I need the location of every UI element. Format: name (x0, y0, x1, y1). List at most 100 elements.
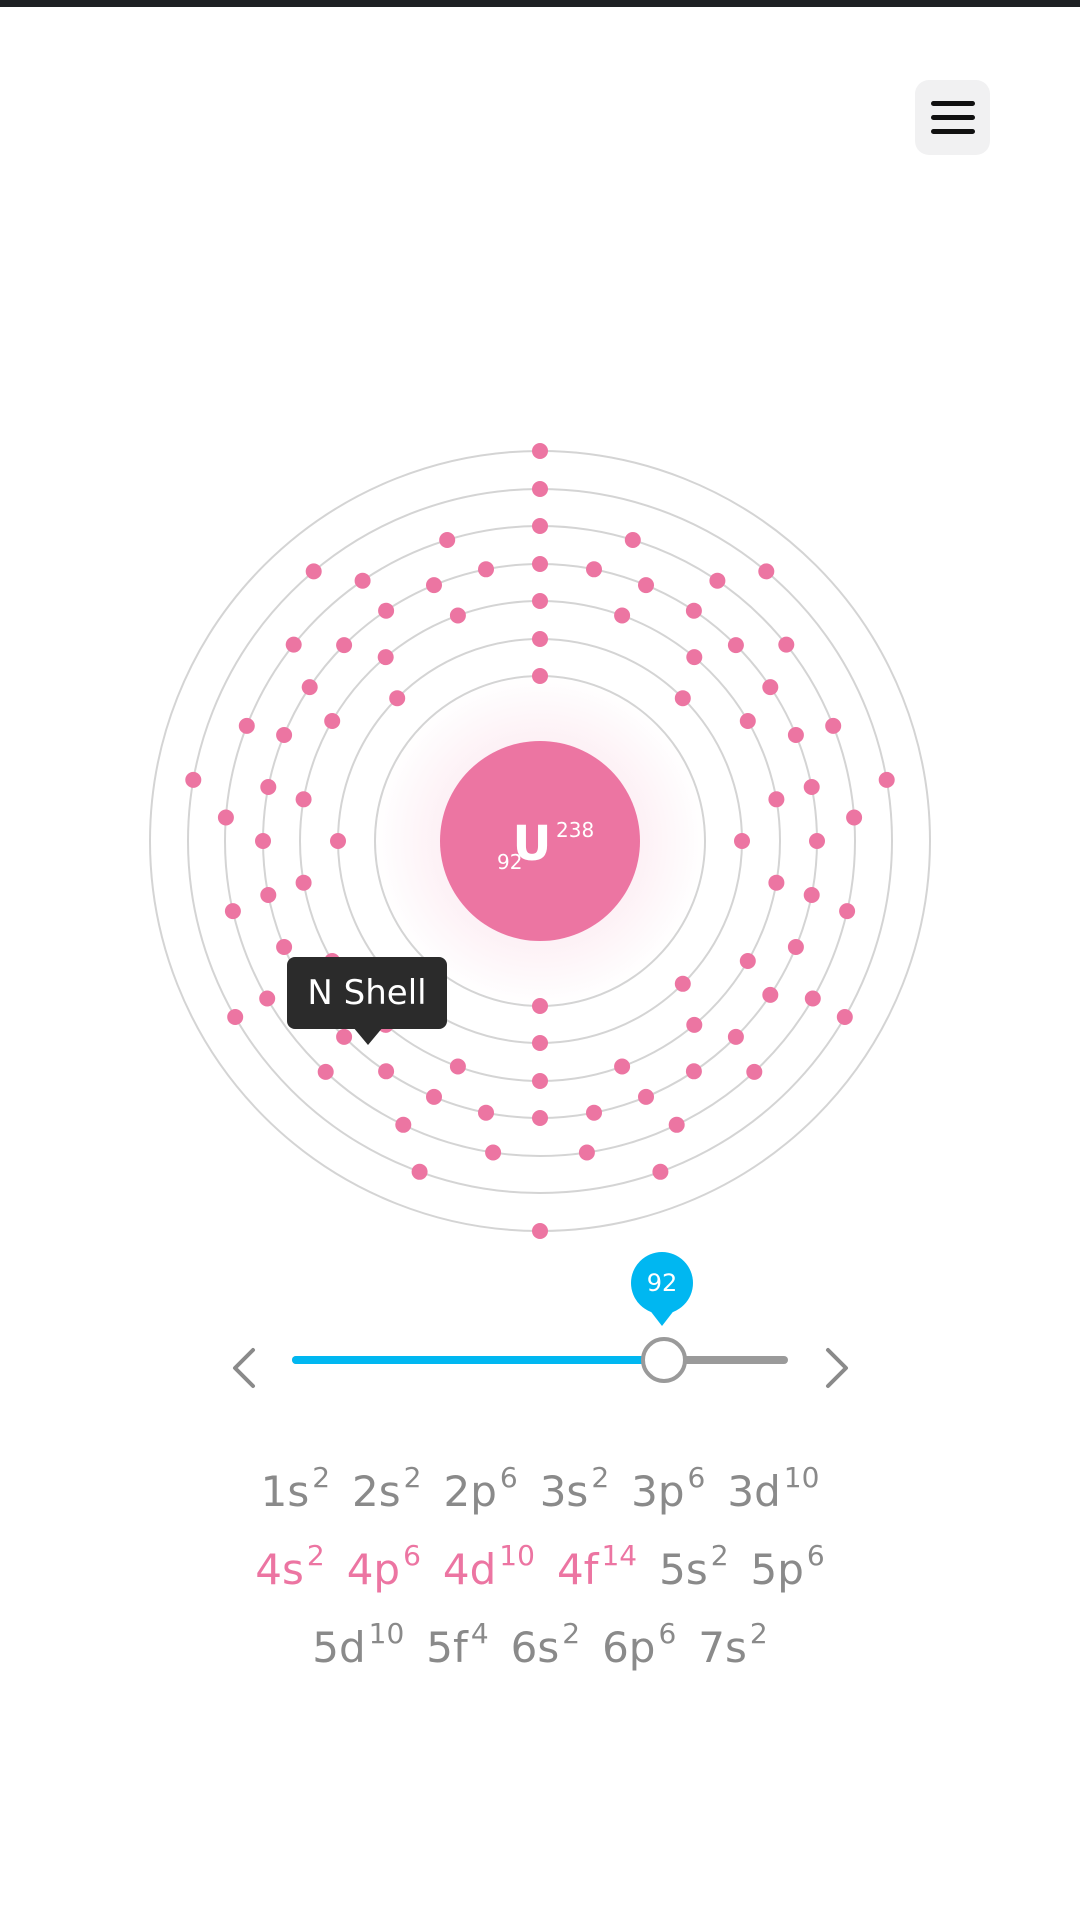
electron (301, 679, 318, 696)
electron (532, 1073, 548, 1089)
tooltip-pointer (353, 1027, 383, 1045)
next-element-button[interactable] (806, 1338, 866, 1398)
electron (685, 1063, 702, 1080)
electron (449, 607, 466, 624)
electron (532, 556, 548, 572)
orbital-label: 4d (442, 1545, 497, 1594)
shell-tooltip: N Shell (287, 957, 447, 1029)
electron (768, 791, 785, 808)
electron (846, 809, 863, 826)
electron (354, 572, 371, 589)
electron (839, 903, 856, 920)
orbital-electron-count: 10 (368, 1617, 405, 1650)
mass-number: 238 (556, 818, 594, 842)
orbital-label: 6s (510, 1623, 560, 1672)
previous-element-button[interactable] (215, 1338, 275, 1398)
electron (532, 631, 548, 647)
orbital-electron-count: 4 (470, 1617, 489, 1650)
orbital-label: 4f (556, 1545, 599, 1594)
electron (674, 975, 691, 992)
orbital-label: 4p (346, 1545, 401, 1594)
electron (532, 443, 548, 459)
electron (426, 1088, 442, 1105)
orbital-electron-count: 2 (403, 1461, 422, 1494)
chevron-right-icon (826, 1348, 848, 1388)
electron (787, 727, 804, 743)
electron (276, 727, 293, 743)
orbital-label: 7s (698, 1623, 747, 1672)
atomic-number-slider[interactable] (292, 1337, 788, 1383)
electron (614, 607, 631, 624)
electron (614, 1058, 631, 1075)
orbital-electron-count: 2 (562, 1617, 581, 1650)
electron (739, 953, 756, 969)
orbital-electron-count: 2 (312, 1461, 331, 1494)
electron (295, 874, 312, 891)
electron (532, 1223, 548, 1239)
orbital-electron-count: 6 (687, 1461, 706, 1494)
electron (586, 1104, 602, 1121)
electron (478, 1104, 494, 1121)
electron (709, 572, 726, 589)
electron (586, 561, 602, 578)
electron (652, 1163, 669, 1180)
atomic-number: 92 (497, 850, 522, 874)
electron (762, 986, 779, 1003)
electron (439, 532, 456, 548)
orbital-label: 2s (352, 1467, 401, 1516)
orbital-electron-count: 6 (658, 1617, 677, 1650)
orbital-electron-count: 6 (403, 1539, 421, 1572)
hamburger-menu-icon (930, 101, 975, 106)
electron (762, 679, 779, 696)
orbital-label: 2p (443, 1467, 497, 1516)
electron (426, 577, 442, 594)
electron (778, 636, 795, 653)
orbital-electron-count: 10 (499, 1539, 535, 1572)
electron (185, 771, 202, 788)
electron (836, 1009, 853, 1025)
electron (803, 779, 820, 795)
element-symbol: U (513, 816, 552, 872)
electron (217, 809, 234, 826)
electron (734, 833, 750, 849)
orbital-label: 4s (255, 1545, 304, 1594)
electron (532, 481, 548, 497)
electron (578, 1144, 595, 1161)
electron (224, 903, 241, 920)
hamburger-menu-button[interactable] (915, 80, 990, 155)
orbital-electron-count: 2 (710, 1539, 729, 1572)
electron (638, 577, 654, 594)
electron (674, 690, 691, 707)
electron (668, 1116, 685, 1133)
nucleus[interactable]: 92 U 238 (375, 676, 705, 1006)
slider-value-bubble: 92 (631, 1252, 693, 1314)
orbital-label: 3s (539, 1467, 589, 1516)
slider-thumb[interactable] (641, 1337, 687, 1383)
electron (276, 939, 293, 955)
electron (260, 887, 277, 903)
orbital-electron-count: 6 (499, 1461, 518, 1494)
electron (449, 1058, 466, 1075)
slider-bubble-pointer (645, 1304, 679, 1326)
electron (638, 1088, 654, 1105)
chevron-left-icon (233, 1348, 255, 1388)
electron (324, 713, 341, 729)
electron (330, 833, 346, 849)
orbital-electron-count: 10 (783, 1461, 820, 1494)
electron (624, 532, 641, 548)
